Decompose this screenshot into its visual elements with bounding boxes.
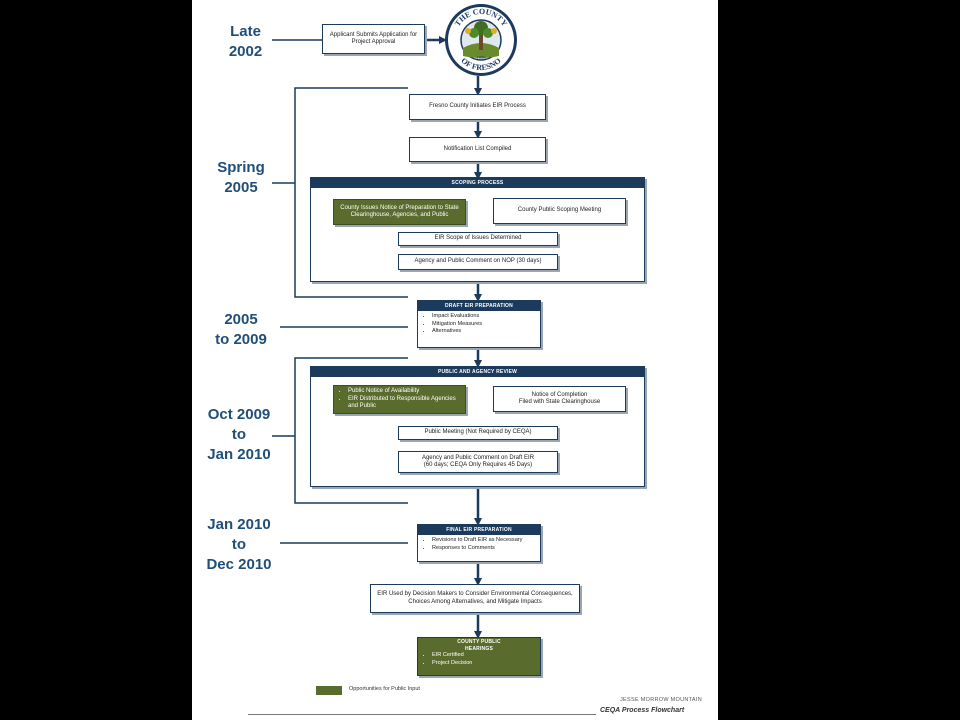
step-county-initiates-eir: Fresno County Initiates EIR Process — [409, 94, 546, 120]
final-eir-preparation: FINAL EIR PREPARATION Revisions to Draft… — [417, 524, 541, 562]
review-notice-of-completion: Notice of Completion Filed with State Cl… — [493, 386, 626, 412]
list-item: Public Notice of Availability — [348, 388, 465, 396]
draft-eir-list: Impact Evaluations Mitigation Measures A… — [418, 313, 540, 347]
hearings-header-line: HEARINGS — [465, 645, 493, 652]
scoping-nop-notice: County Issues Notice of Preparation to S… — [333, 199, 466, 225]
review-public-meeting: Public Meeting (Not Required by CEQA) — [398, 426, 558, 440]
svg-text:OF FRESNO: OF FRESNO — [459, 56, 502, 72]
review-draft-eir-comment: Agency and Public Comment on Draft EIR (… — [398, 451, 558, 473]
final-eir-list: Revisions to Draft EIR as Necessary Resp… — [418, 537, 540, 561]
hearings-header: COUNTY PUBLIC HEARINGS — [418, 638, 540, 653]
hearings-header-line: COUNTY PUBLIC — [457, 639, 501, 645]
step-text: Applicant Submits Application for Projec… — [329, 31, 418, 46]
timeline-label-spring-2005: Spring 2005 — [210, 158, 272, 198]
footer-divider — [248, 714, 596, 715]
timeline-text: to 2009 — [215, 331, 267, 348]
step-applicant-submits: Applicant Submits Application for Projec… — [322, 24, 425, 54]
final-eir-header: FINAL EIR PREPARATION — [418, 525, 540, 535]
county-of-fresno-seal-logo: THE COUNTY OF FRESNO 1856 — [445, 4, 517, 76]
timeline-text: Oct 2009 — [207, 406, 271, 423]
step-text: Notification List Compiled — [443, 145, 512, 152]
timeline-text: Jan 2010 — [207, 516, 271, 533]
step-eir-used-by-decision-makers: EIR Used by Decision Makers to Consider … — [370, 584, 580, 613]
list-item: Impact Evaluations — [432, 313, 540, 321]
scoping-nop-comment: Agency and Public Comment on NOP (30 day… — [398, 254, 558, 270]
timeline-text: Jan 2010 — [207, 446, 271, 463]
svg-text:1856: 1856 — [477, 55, 487, 60]
step-text: Agency and Public Comment on NOP (30 day… — [414, 258, 542, 265]
timeline-text: 2002 — [228, 43, 263, 60]
scoping-header: SCOPING PROCESS — [311, 178, 644, 188]
timeline-text: 2005 — [224, 179, 258, 196]
scoping-public-meeting: County Public Scoping Meeting — [493, 198, 626, 224]
step-text: Agency and Public Comment on Draft EIR — [421, 454, 535, 461]
review-public-notice: Public Notice of Availability EIR Distri… — [333, 385, 466, 414]
step-text: (60 days; CEQA Only Requires 45 Days) — [423, 462, 533, 468]
timeline-text: 2005 — [224, 311, 258, 328]
review-header: PUBLIC AND AGENCY REVIEW — [311, 367, 644, 377]
footer-title: CEQA Process Flowchart — [600, 707, 685, 714]
step-text: EIR Scope of Issues Determined — [434, 235, 522, 242]
draft-eir-header: DRAFT EIR PREPARATION — [418, 301, 540, 311]
timeline-label-oct2009-jan2010: Oct 2009 to Jan 2010 — [202, 405, 276, 465]
list-item: Project Decision — [432, 660, 540, 668]
legend-label: Opportunities for Public Input — [349, 686, 420, 692]
step-text: Fresno County Initiates EIR Process — [429, 103, 526, 110]
list-item: Alternatives — [432, 328, 540, 336]
timeline-text: to — [231, 536, 247, 553]
step-text: Filed with State Clearinghouse — [518, 399, 601, 405]
timeline-text: Spring — [217, 159, 265, 176]
list-item: Revisions to Draft EIR as Necessary — [432, 537, 540, 545]
legend-swatch — [316, 686, 342, 695]
step-notification-list: Notification List Compiled — [409, 137, 546, 162]
timeline-label-jan2010-dec2010: Jan 2010 to Dec 2010 — [202, 515, 276, 575]
draft-eir-preparation: DRAFT EIR PREPARATION Impact Evaluations… — [417, 300, 541, 348]
timeline-text: to — [231, 426, 247, 443]
timeline-label-late-2002: Late 2002 — [218, 22, 273, 62]
scoping-eir-scope: EIR Scope of Issues Determined — [398, 232, 558, 246]
list-item: EIR Distributed to Responsible Agencies … — [348, 396, 465, 411]
timeline-text: Dec 2010 — [206, 556, 272, 573]
publisher-name: JESSE MORROW MOUNTAIN — [620, 697, 702, 703]
list-item: Mitigation Measures — [432, 321, 540, 329]
step-text: County Public Scoping Meeting — [517, 207, 602, 214]
step-text: County Issues Notice of Preparation to S… — [340, 204, 459, 219]
timeline-label-2005-2009: 2005 to 2009 — [206, 310, 276, 350]
step-text: Notice of Completion — [531, 391, 588, 398]
step-text: EIR Used by Decision Makers to Consider … — [377, 591, 573, 605]
list-item: Responses to Comments — [432, 545, 540, 553]
step-text: Public Meeting (Not Required by CEQA) — [424, 429, 532, 436]
timeline-text: Late — [230, 23, 261, 40]
county-public-hearings: COUNTY PUBLIC HEARINGS EIR Certified Pro… — [417, 637, 541, 676]
hearings-list: EIR Certified Project Decision — [418, 652, 540, 675]
list-item: EIR Certified — [432, 652, 540, 660]
